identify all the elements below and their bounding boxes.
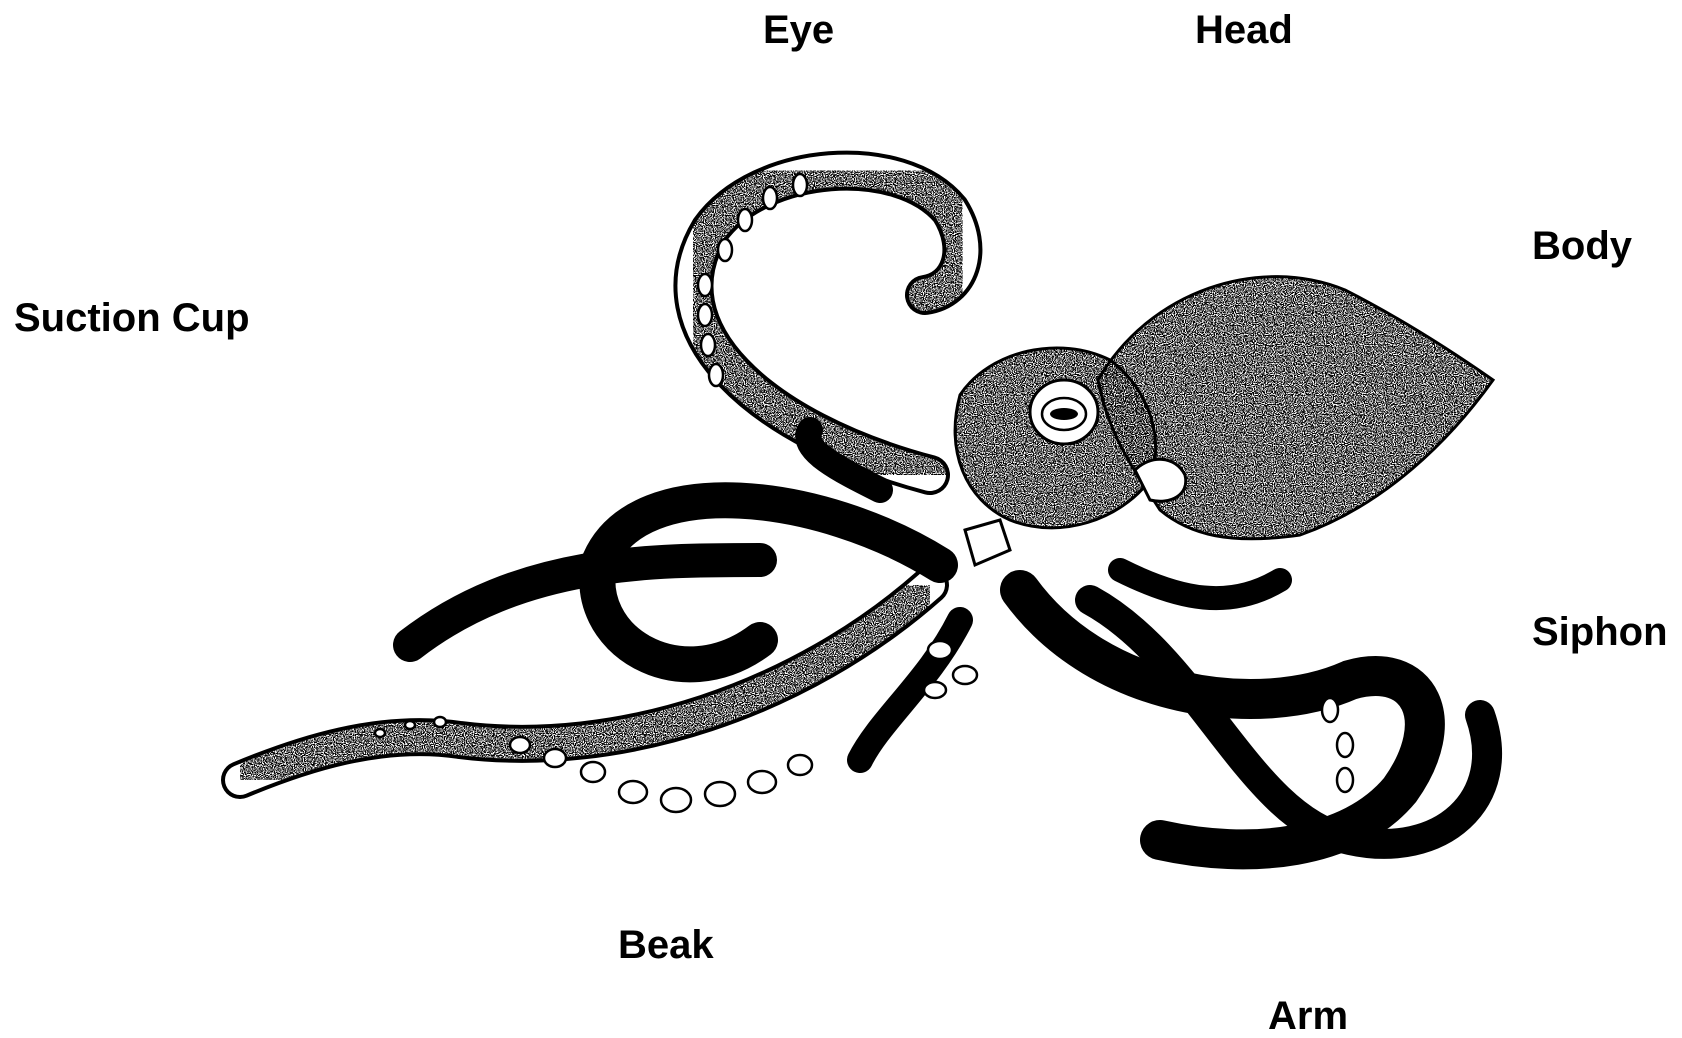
octopus-eye [1030,380,1098,444]
octopus-siphon [1135,459,1186,501]
label-suction-cup: Suction Cup [14,298,250,338]
label-head: Head [1195,10,1293,50]
label-siphon: Siphon [1532,612,1668,652]
octopus-beak [965,520,1010,565]
label-arm: Arm [1268,996,1348,1036]
label-beak: Beak [618,925,714,965]
label-eye: Eye [763,10,834,50]
label-body: Body [1532,226,1632,266]
